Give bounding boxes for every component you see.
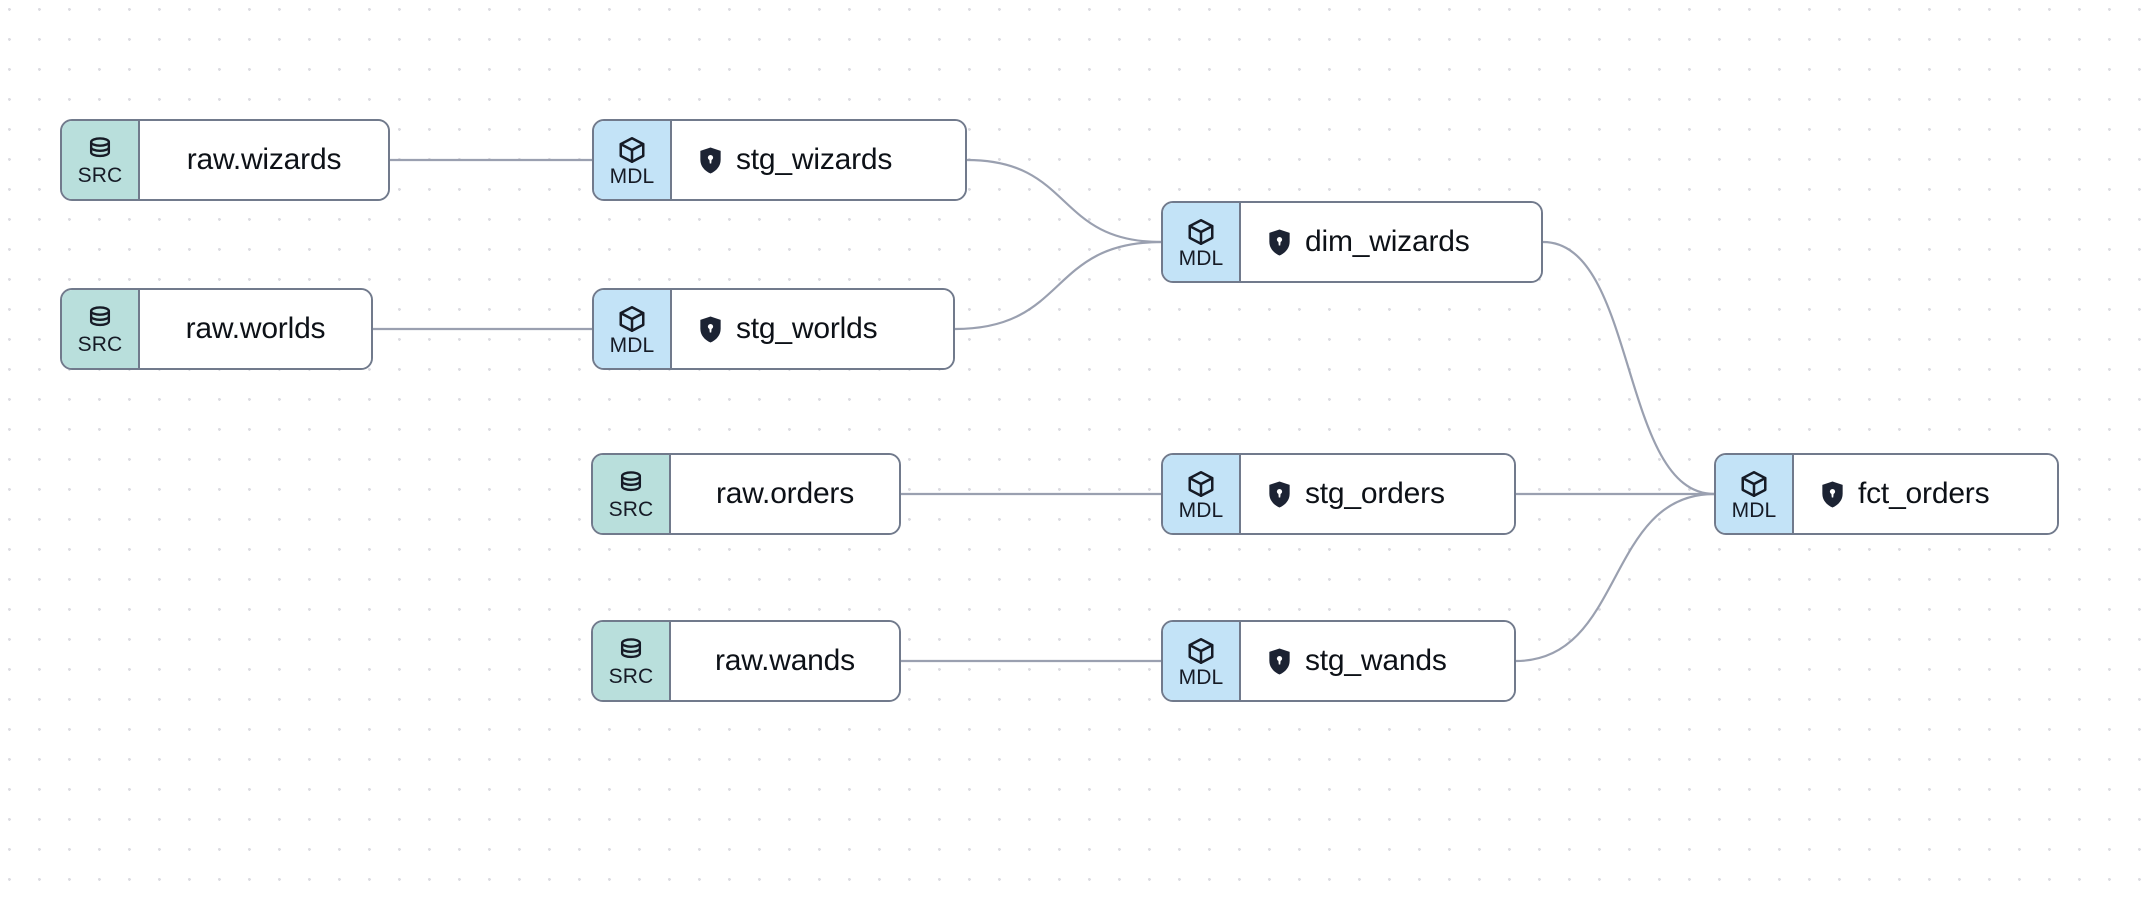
node-body: raw.worlds xyxy=(140,290,371,368)
node-kind-label: SRC xyxy=(608,665,654,688)
cube-icon xyxy=(1741,471,1767,497)
cube-icon xyxy=(1188,219,1214,245)
node-kind-badge-src: SRC xyxy=(593,455,671,533)
shield-icon xyxy=(1269,480,1290,508)
node-label: raw.wizards xyxy=(186,143,342,176)
database-icon xyxy=(89,137,111,158)
cube-icon xyxy=(1188,638,1214,664)
edge-stg_wands-to-fct_orders xyxy=(1514,492,1716,663)
database-icon xyxy=(620,638,642,659)
node-stg_worlds[interactable]: MDL stg_worlds xyxy=(592,288,955,370)
node-kind-badge-mdl: MDL xyxy=(594,290,672,368)
cube-icon xyxy=(619,306,645,332)
node-label: raw.worlds xyxy=(185,312,326,345)
node-stg_wizards[interactable]: MDL stg_wizards xyxy=(592,119,967,201)
node-label: stg_worlds xyxy=(736,312,878,345)
node-body: stg_wands xyxy=(1241,622,1514,700)
node-kind-label: MDL xyxy=(1178,666,1224,689)
node-body: raw.orders xyxy=(671,455,899,533)
node-body: fct_orders xyxy=(1794,455,2057,533)
node-label: raw.wands xyxy=(715,644,855,677)
node-raw_wands[interactable]: SRC raw.wands xyxy=(591,620,901,702)
node-kind-label: MDL xyxy=(609,334,655,357)
node-kind-label: MDL xyxy=(1178,247,1224,270)
node-dim_wizards[interactable]: MDL dim_wizards xyxy=(1161,201,1543,283)
node-label: fct_orders xyxy=(1858,477,1990,510)
shield-icon xyxy=(1269,647,1290,675)
node-body: stg_wizards xyxy=(672,121,965,199)
node-kind-label: SRC xyxy=(77,333,123,356)
node-label: dim_wizards xyxy=(1305,225,1470,258)
node-body: stg_worlds xyxy=(672,290,953,368)
node-stg_orders[interactable]: MDL stg_orders xyxy=(1161,453,1516,535)
edge-stg_wizards-to-dim_wizards xyxy=(965,158,1163,244)
node-kind-badge-mdl: MDL xyxy=(1163,455,1241,533)
shield-icon xyxy=(700,146,721,174)
node-label: stg_wizards xyxy=(736,143,893,176)
node-raw_orders[interactable]: SRC raw.orders xyxy=(591,453,901,535)
node-body: stg_orders xyxy=(1241,455,1514,533)
node-kind-label: MDL xyxy=(1731,499,1777,522)
node-kind-label: MDL xyxy=(609,165,655,188)
cube-icon xyxy=(619,137,645,163)
node-fct_orders[interactable]: MDL fct_orders xyxy=(1714,453,2059,535)
node-kind-label: MDL xyxy=(1178,499,1224,522)
node-body: raw.wizards xyxy=(140,121,388,199)
node-kind-badge-src: SRC xyxy=(62,290,140,368)
cube-icon xyxy=(1188,471,1214,497)
node-raw_worlds[interactable]: SRC raw.worlds xyxy=(60,288,373,370)
edge-stg_worlds-to-dim_wizards xyxy=(953,240,1163,331)
shield-icon xyxy=(1269,228,1290,256)
node-kind-badge-mdl: MDL xyxy=(1163,203,1241,281)
edge-dim_wizards-to-fct_orders xyxy=(1541,240,1716,496)
node-kind-label: SRC xyxy=(77,164,123,187)
node-stg_wands[interactable]: MDL stg_wands xyxy=(1161,620,1516,702)
database-icon xyxy=(620,471,642,492)
node-raw_wizards[interactable]: SRC raw.wizards xyxy=(60,119,390,201)
node-kind-badge-src: SRC xyxy=(62,121,140,199)
node-kind-badge-src: SRC xyxy=(593,622,671,700)
database-icon xyxy=(89,306,111,327)
node-kind-badge-mdl: MDL xyxy=(594,121,672,199)
node-label: raw.orders xyxy=(715,477,855,510)
node-body: dim_wizards xyxy=(1241,203,1541,281)
shield-icon xyxy=(700,315,721,343)
shield-icon xyxy=(1822,480,1843,508)
node-kind-badge-mdl: MDL xyxy=(1163,622,1241,700)
node-kind-label: SRC xyxy=(608,498,654,521)
node-kind-badge-mdl: MDL xyxy=(1716,455,1794,533)
node-body: raw.wands xyxy=(671,622,899,700)
node-label: stg_orders xyxy=(1305,477,1445,510)
node-label: stg_wands xyxy=(1305,644,1447,677)
